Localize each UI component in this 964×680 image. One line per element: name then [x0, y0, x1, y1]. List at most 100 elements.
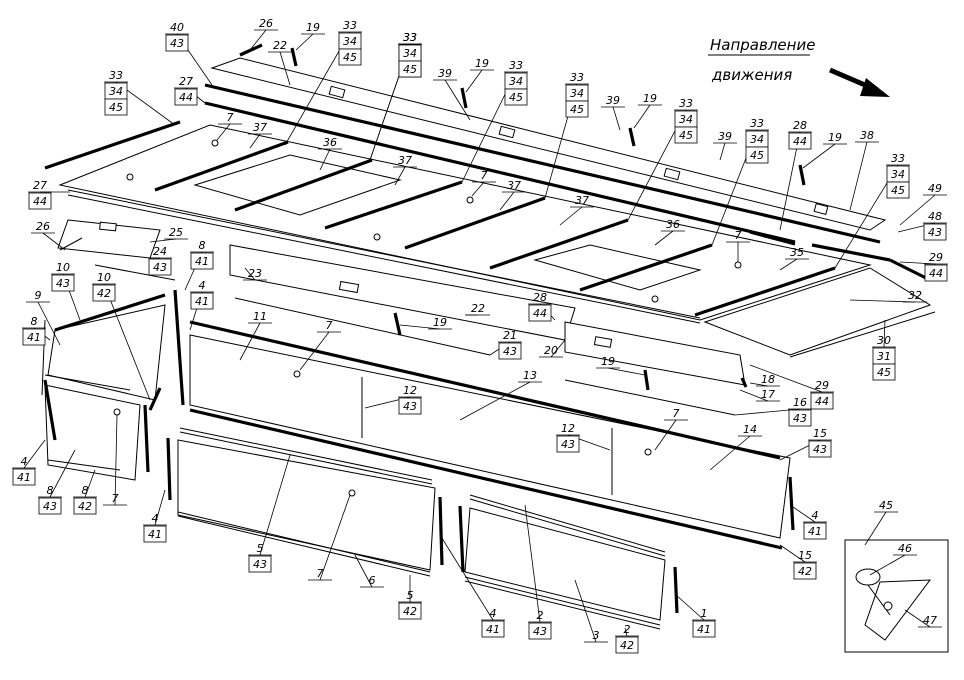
callout-number: 43	[793, 412, 807, 425]
leader-line	[459, 381, 531, 421]
callout-c25: 25	[149, 226, 188, 243]
callout-number: 42	[78, 500, 92, 513]
callout-number: 33	[509, 59, 523, 72]
callout-box	[174, 88, 198, 106]
callout-number: 21	[503, 329, 517, 342]
callout-number: 27	[179, 75, 193, 88]
leader-line	[394, 166, 406, 186]
callout-c36a: 36	[318, 136, 342, 171]
leader-line	[675, 594, 705, 621]
callout-number: 43	[503, 345, 517, 358]
callout-c36b: 36	[654, 218, 685, 246]
callout-number: 48	[928, 210, 942, 223]
callout-number: 5	[257, 542, 264, 555]
callout-number: 43	[170, 37, 184, 50]
callout-number: 40	[170, 21, 184, 34]
leader-line	[149, 238, 177, 243]
callout-box	[556, 435, 580, 453]
leader-line	[499, 191, 515, 211]
callout-number: 19	[828, 131, 842, 144]
callout-number: 7	[112, 492, 119, 505]
callout-box	[73, 497, 97, 515]
callout-box	[498, 342, 522, 360]
callout-c4a: 441	[189, 279, 214, 331]
callout-number: 12	[561, 422, 575, 435]
callout-number: 41	[17, 471, 31, 484]
callout-number: 8	[82, 484, 89, 497]
callout-c13: 13	[459, 369, 542, 421]
callout-number: 23	[248, 267, 262, 280]
callout-c37d: 37	[559, 194, 594, 226]
callout-c4d: 441	[439, 534, 505, 638]
callout-c7a: 7	[216, 111, 242, 141]
callout-c7d: 7	[299, 319, 341, 371]
leader-line	[633, 104, 651, 129]
callout-number: 42	[620, 639, 634, 652]
leader-line	[624, 627, 628, 637]
callout-c19e: 19	[399, 316, 452, 330]
callout-c5b: 542	[398, 575, 422, 620]
callout-number: 32	[908, 289, 922, 302]
callout-number: 18	[761, 373, 775, 386]
leader-line	[154, 489, 166, 526]
callout-c7e: 7	[654, 407, 688, 451]
callout-c39c: 39	[713, 130, 737, 161]
callout-number: 33	[403, 31, 417, 44]
callout-number: 42	[403, 605, 417, 618]
callout-number: 7	[735, 229, 742, 242]
direction-line-1: Направление	[710, 36, 815, 54]
callout-c19f: 19	[596, 355, 646, 376]
callout-number: 34	[109, 85, 123, 98]
leader-line	[779, 258, 798, 271]
callout-box	[886, 181, 910, 199]
callout-c8c: 843	[38, 449, 76, 515]
callout-number: 39	[438, 67, 452, 80]
callout-c4c: 441	[143, 489, 167, 543]
callout-c8d: 842	[73, 469, 97, 515]
callout-number: 37	[575, 194, 589, 207]
callout-box	[165, 34, 189, 52]
callout-number: 4	[199, 279, 206, 292]
callout-c35: 35	[779, 246, 809, 271]
callout-number: 38	[860, 129, 874, 142]
leader-line	[574, 579, 597, 643]
callout-c11: 11	[239, 310, 272, 361]
callout-box	[28, 192, 52, 210]
leader-line	[849, 141, 868, 211]
callout-number: 45	[343, 51, 357, 64]
callout-number: 37	[507, 179, 521, 192]
leader-line	[802, 143, 836, 169]
direction-arrow-icon	[829, 67, 890, 97]
callout-number: 22	[273, 39, 287, 52]
callout-number: 43	[253, 558, 267, 571]
callout-number: 30	[877, 334, 891, 347]
leader-line	[779, 544, 806, 563]
callout-number: 10	[97, 271, 111, 284]
callout-c5a: 543	[248, 454, 291, 573]
leader-line	[249, 133, 261, 149]
leader-line	[869, 554, 906, 576]
callout-number: 37	[398, 154, 412, 167]
callout-number: 41	[148, 528, 162, 541]
callout-number: 41	[486, 623, 500, 636]
leader-line	[471, 181, 485, 197]
callout-number: 44	[815, 395, 829, 408]
callout-number: 41	[808, 525, 822, 538]
leader-line	[354, 554, 373, 588]
callout-number: 26	[36, 220, 50, 233]
callout-number: 4	[21, 455, 28, 468]
callout-number: 7	[481, 169, 488, 182]
callout-number: 8	[199, 239, 206, 252]
callout-box	[810, 392, 834, 410]
leader-line	[239, 322, 261, 361]
callout-number: 22	[471, 302, 485, 315]
